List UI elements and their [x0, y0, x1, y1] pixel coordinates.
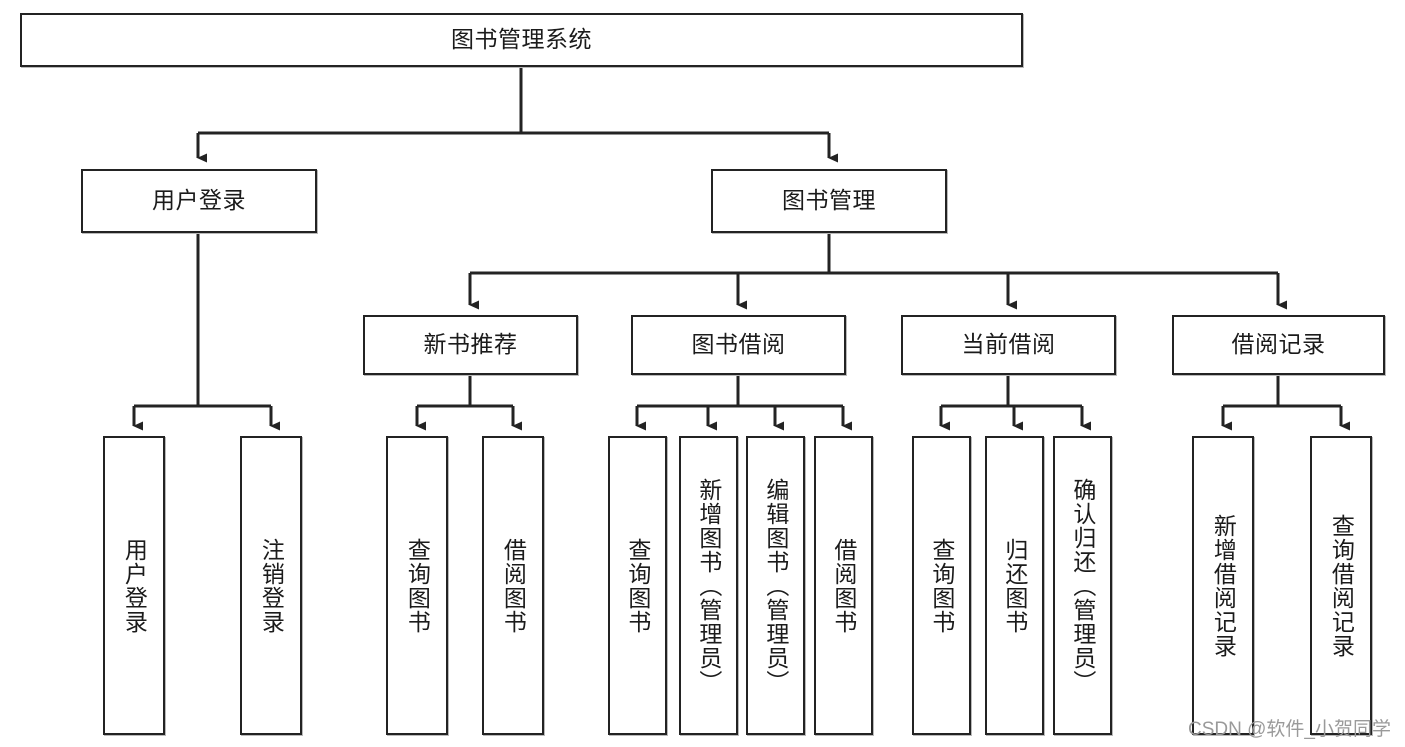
node-book-borrow-label: 图书借阅 — [691, 331, 786, 358]
watermark-text: CSDN @软件_小贺同学 — [1188, 719, 1391, 740]
node-current-borrow[interactable]: 当前借阅 — [901, 315, 1116, 375]
node-leaf-query-book-current[interactable]: 查询图书 — [912, 436, 971, 735]
node-user-login-label: 用户登录 — [152, 187, 246, 214]
node-book-management-label: 图书管理 — [782, 187, 876, 214]
node-leaf-user-login[interactable]: 用户登录 — [103, 436, 165, 735]
node-leaf-logout-login[interactable]: 注销登录 — [240, 436, 302, 735]
node-leaf-edit-book-label: 编辑图书（管理员） — [762, 477, 789, 694]
node-root-label: 图书管理系统 — [451, 26, 592, 53]
node-leaf-query-borrow-record[interactable]: 查询借阅记录 — [1310, 436, 1372, 735]
node-leaf-query-book-current-label: 查询图书 — [928, 537, 955, 634]
node-new-book-recommend[interactable]: 新书推荐 — [363, 315, 578, 375]
node-new-book-recommend-label: 新书推荐 — [423, 331, 518, 358]
node-leaf-add-borrow-record[interactable]: 新增借阅记录 — [1192, 436, 1254, 735]
node-leaf-return-book[interactable]: 归还图书 — [985, 436, 1044, 735]
node-leaf-add-book[interactable]: 新增图书（管理员） — [679, 436, 738, 735]
node-book-borrow[interactable]: 图书借阅 — [631, 315, 846, 375]
node-user-login[interactable]: 用户登录 — [81, 169, 317, 233]
node-leaf-query-book-borrow-label: 查询图书 — [624, 537, 651, 634]
node-leaf-return-book-label: 归还图书 — [1001, 537, 1028, 634]
node-leaf-add-borrow-record-label: 新增借阅记录 — [1210, 513, 1237, 658]
node-book-management[interactable]: 图书管理 — [711, 169, 947, 233]
node-leaf-borrow-book-recommend-label: 借阅图书 — [500, 537, 527, 634]
node-leaf-query-book-recommend[interactable]: 查询图书 — [386, 436, 448, 735]
node-leaf-query-borrow-record-label: 查询借阅记录 — [1328, 513, 1355, 658]
node-leaf-logout-login-label: 注销登录 — [258, 537, 285, 634]
node-leaf-borrow-book-recommend[interactable]: 借阅图书 — [482, 436, 544, 735]
node-leaf-add-book-label: 新增图书（管理员） — [695, 477, 722, 694]
node-leaf-borrow-book[interactable]: 借阅图书 — [814, 436, 873, 735]
node-leaf-confirm-return[interactable]: 确认归还（管理员） — [1053, 436, 1112, 735]
node-root[interactable]: 图书管理系统 — [20, 13, 1023, 67]
node-leaf-borrow-book-label: 借阅图书 — [830, 537, 857, 634]
node-borrow-record[interactable]: 借阅记录 — [1172, 315, 1385, 375]
node-borrow-record-label: 借阅记录 — [1231, 331, 1326, 358]
node-leaf-query-book-recommend-label: 查询图书 — [404, 537, 431, 634]
node-leaf-edit-book[interactable]: 编辑图书（管理员） — [746, 436, 805, 735]
node-leaf-query-book-borrow[interactable]: 查询图书 — [608, 436, 667, 735]
node-leaf-user-login-label: 用户登录 — [121, 537, 148, 634]
node-leaf-confirm-return-label: 确认归还（管理员） — [1069, 477, 1096, 694]
node-current-borrow-label: 当前借阅 — [961, 331, 1056, 358]
